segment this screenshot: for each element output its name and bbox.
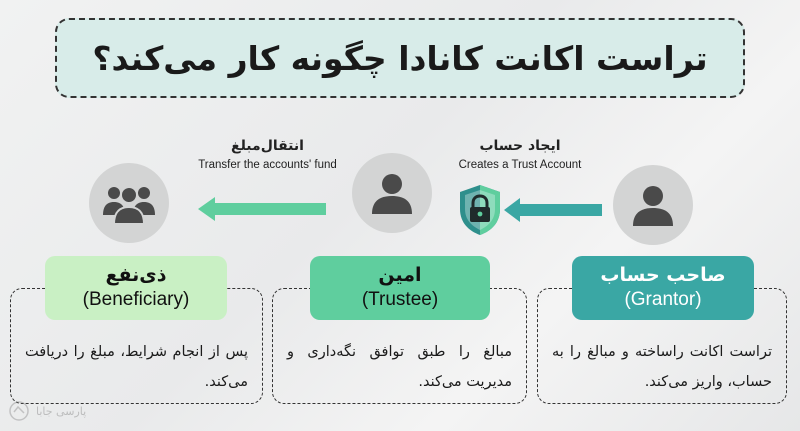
role-card-beneficiary: ذی‌نفع (Beneficiary) — [45, 256, 227, 320]
role-trustee-fa: امین — [378, 264, 422, 287]
desc-grantor: تراست اکانت راساخته و مبالغ را به حساب، … — [552, 344, 772, 390]
role-trustee-en: (Trustee) — [361, 289, 439, 310]
role-grantor-en: (Grantor) — [624, 289, 702, 310]
role-beneficiary-fa: ذی‌نفع — [105, 264, 167, 287]
watermark: پارسی جابا — [8, 400, 86, 422]
page-title: تراست اکانت کانادا چگونه کار می‌کند؟ — [92, 38, 708, 78]
beneficiary-avatar — [89, 163, 169, 243]
trustee-avatar — [352, 153, 432, 233]
desc-box-grantor: تراست اکانت راساخته و مبالغ را به حساب، … — [537, 288, 787, 404]
role-beneficiary-en: (Beneficiary) — [82, 289, 190, 310]
step-transfer-fund: انتقال‌مبلغ Transfer the accounts' fund — [180, 138, 355, 171]
role-card-trustee: امین (Trustee) — [310, 256, 490, 320]
watermark-text: پارسی جابا — [36, 404, 87, 418]
step-transfer-fund-fa: انتقال‌مبلغ — [231, 138, 304, 154]
step-create-account: ایجاد حساب Creates a Trust Account — [440, 138, 600, 171]
role-grantor-fa: صاحب حساب — [600, 264, 726, 287]
step-create-account-fa: ایجاد حساب — [479, 138, 561, 154]
person-icon — [633, 186, 673, 226]
shield-lock-icon — [460, 185, 500, 235]
desc-beneficiary: پس از انجام شرایط، مبلغ را دریافت می‌کند… — [25, 344, 248, 390]
role-card-grantor: صاحب حساب (Grantor) — [572, 256, 754, 320]
person-icon — [372, 174, 412, 214]
step-create-account-en: Creates a Trust Account — [458, 159, 582, 171]
group-icon — [103, 186, 155, 225]
desc-trustee: مبالغ را طبق توافق نگه‌داری و مدیریت می‌… — [287, 344, 512, 390]
arrow-transfer-fund — [198, 197, 326, 221]
logo-icon — [9, 401, 29, 421]
grantor-avatar — [613, 165, 693, 245]
title-box: تراست اکانت کانادا چگونه کار می‌کند؟ — [55, 18, 745, 98]
arrow-create-account — [504, 198, 602, 222]
step-transfer-fund-en: Transfer the accounts' fund — [198, 159, 337, 171]
